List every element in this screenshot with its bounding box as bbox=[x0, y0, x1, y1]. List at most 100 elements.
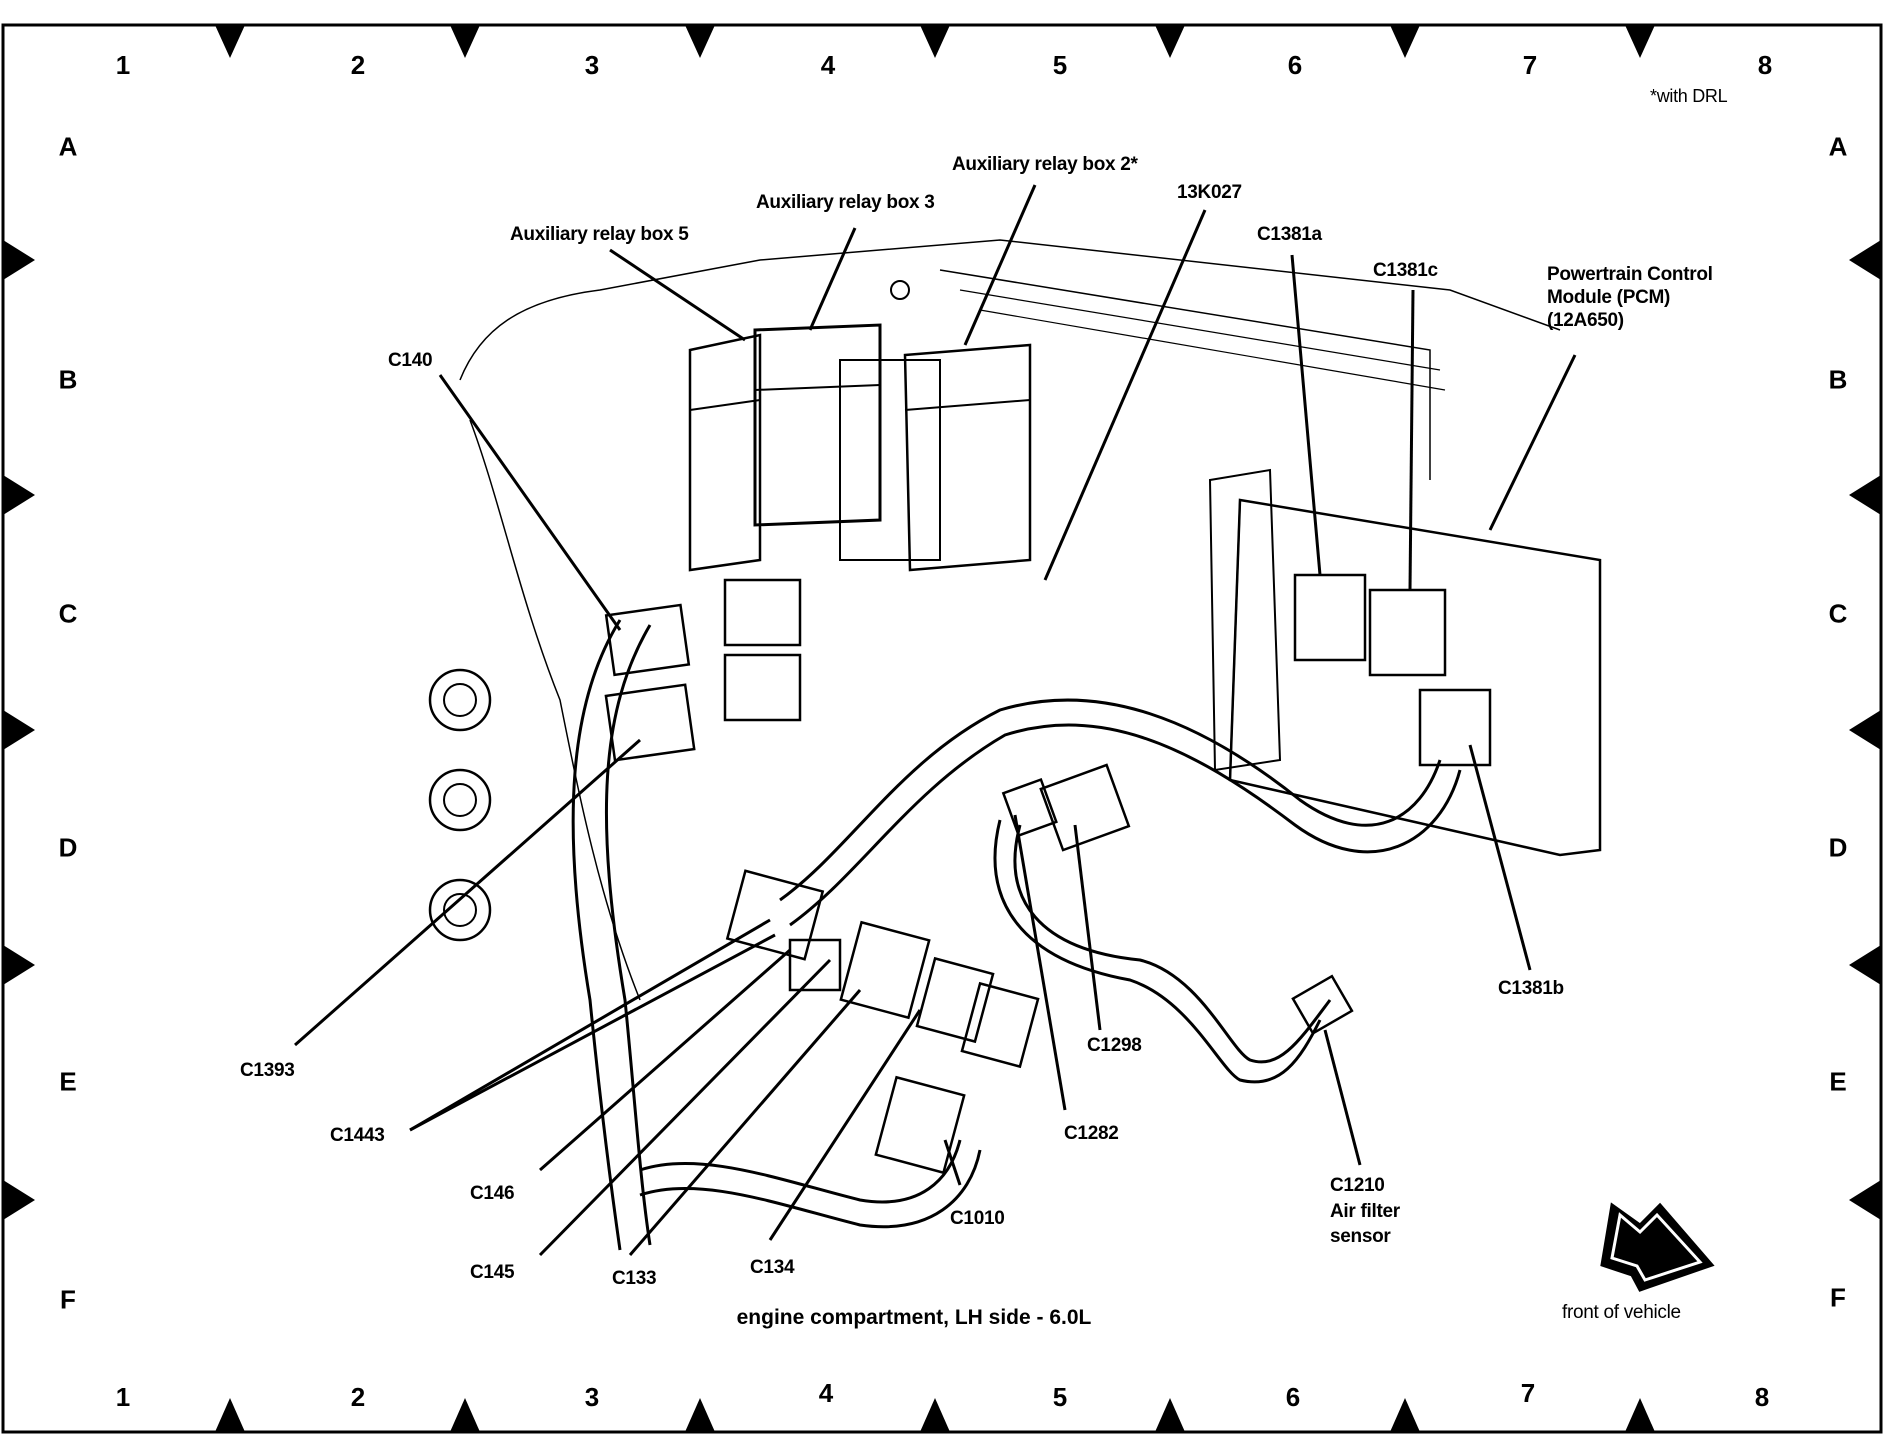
label-c145: C145 bbox=[470, 1262, 515, 1283]
grid-row-left-C: C bbox=[58, 598, 78, 629]
front-of-vehicle-label: front of vehicle bbox=[1562, 1302, 1681, 1323]
connector-c1381b-shape bbox=[1418, 688, 1492, 767]
grid-marker bbox=[1849, 475, 1881, 515]
leader-13k027 bbox=[1043, 209, 1207, 581]
grid-marker bbox=[685, 25, 715, 58]
leader-aux-relay-box-2 bbox=[963, 184, 1037, 346]
grid-col-top-3: 3 bbox=[584, 50, 600, 80]
front-arrow-icon bbox=[1600, 1202, 1715, 1292]
grid-col-bottom-7: 7 bbox=[1520, 1378, 1536, 1408]
grid-marker bbox=[3, 1180, 35, 1220]
grid-marker bbox=[1155, 1398, 1185, 1432]
grid-row-left-D: D bbox=[58, 832, 78, 863]
label-c1381a: C1381a bbox=[1257, 224, 1322, 245]
harness-trunk bbox=[604, 624, 652, 1246]
connector-c133-shape bbox=[839, 920, 931, 1020]
harness-loop bbox=[639, 1149, 982, 1229]
bottom-grid-markers bbox=[215, 1398, 1655, 1432]
bolt bbox=[890, 280, 910, 300]
engine-compartment-illustration bbox=[428, 239, 1602, 1251]
grid-col-top-1: 1 bbox=[115, 50, 131, 80]
grid-col-top-8: 8 bbox=[1757, 50, 1773, 80]
connector-c1381c-shape bbox=[1368, 588, 1447, 677]
leader-c146 bbox=[539, 948, 791, 1172]
connector-shape bbox=[723, 578, 802, 647]
connector-c134-shape bbox=[915, 956, 995, 1044]
grid-row-right-E: E bbox=[1829, 1066, 1847, 1097]
harness-branch bbox=[789, 723, 1462, 927]
connector-shape bbox=[723, 653, 802, 722]
grid-marker bbox=[920, 1398, 950, 1432]
grid-col-bottom-6: 6 bbox=[1285, 1382, 1301, 1412]
grid-col-top-6: 6 bbox=[1287, 50, 1303, 80]
label-c1381b: C1381b bbox=[1498, 978, 1564, 999]
drl-note: *with DRL bbox=[1650, 86, 1728, 106]
grid-marker bbox=[450, 1398, 480, 1432]
leader-c133 bbox=[628, 989, 862, 1256]
grid-row-right-C: C bbox=[1828, 598, 1848, 629]
grid-marker bbox=[3, 475, 35, 515]
label-c140: C140 bbox=[388, 350, 433, 371]
connector-c1010-shape bbox=[874, 1075, 966, 1175]
grid-row-left-B: B bbox=[58, 364, 78, 395]
grid-marker bbox=[1625, 1398, 1655, 1432]
label-pcm: Powertrain Control Module (PCM) (12A650) bbox=[1547, 264, 1713, 331]
leader-c1010 bbox=[943, 1139, 962, 1186]
grid-marker bbox=[215, 1398, 245, 1432]
connector-c1393-shape bbox=[604, 683, 696, 762]
connector-c145-shape bbox=[788, 938, 842, 992]
leader-c1393 bbox=[294, 738, 641, 1047]
air-filter-lead bbox=[1013, 824, 1332, 1064]
grid-col-bottom-8: 8 bbox=[1754, 1382, 1770, 1412]
harness-loop bbox=[639, 1139, 962, 1204]
grommet bbox=[428, 668, 492, 732]
grid-col-bottom-3: 3 bbox=[584, 1382, 600, 1412]
label-aux-relay-box-3: Auxiliary relay box 3 bbox=[756, 192, 935, 213]
label-c1210: C1210 Air filter sensor bbox=[1330, 1175, 1400, 1248]
connector-c1298-shape bbox=[1039, 763, 1131, 852]
connector-c1210-shape bbox=[1291, 974, 1354, 1036]
right-grid-markers bbox=[1849, 240, 1881, 1220]
harness-trunk bbox=[571, 619, 622, 1251]
grid-marker bbox=[1849, 945, 1881, 985]
label-c133: C133 bbox=[612, 1268, 657, 1289]
leader-c134 bbox=[768, 1009, 922, 1241]
leader-c1443 bbox=[409, 918, 771, 1132]
grid-marker bbox=[1625, 25, 1655, 58]
grid-row-right-D: D bbox=[1828, 832, 1848, 863]
connector-c146-shape bbox=[725, 869, 825, 961]
connector-c1282-shape bbox=[960, 981, 1040, 1069]
grommet bbox=[428, 768, 492, 832]
grid-marker bbox=[3, 710, 35, 750]
grid-col-bottom-2: 2 bbox=[350, 1382, 366, 1412]
grid-marker bbox=[920, 25, 950, 58]
relay-box-2-shape bbox=[903, 343, 1032, 572]
label-c1282: C1282 bbox=[1064, 1123, 1119, 1144]
grid-marker bbox=[1390, 25, 1420, 58]
grid-marker bbox=[685, 1398, 715, 1432]
air-filter-lead bbox=[993, 819, 1322, 1084]
label-c1393: C1393 bbox=[240, 1060, 295, 1081]
mounting-bracket bbox=[839, 359, 941, 561]
harness-branch bbox=[779, 698, 1442, 902]
left-grid-markers bbox=[3, 240, 35, 1220]
label-13k027: 13K027 bbox=[1177, 182, 1242, 203]
relay-box-3-shape bbox=[753, 323, 882, 527]
fender-panel bbox=[459, 239, 1561, 381]
label-c146: C146 bbox=[470, 1183, 515, 1204]
firewall-line bbox=[939, 269, 1431, 480]
connector-c140-shape bbox=[604, 603, 691, 677]
grid-row-right-A: A bbox=[1828, 131, 1848, 162]
label-c1298: C1298 bbox=[1087, 1035, 1142, 1056]
grid-marker bbox=[450, 25, 480, 58]
leader-aux-relay-box-3 bbox=[808, 227, 857, 331]
leader-c145 bbox=[538, 958, 832, 1257]
grommet bbox=[428, 878, 492, 942]
label-c1010: C1010 bbox=[950, 1208, 1005, 1229]
grid-col-top-4: 4 bbox=[820, 50, 836, 80]
grid-row-left-A: A bbox=[58, 131, 78, 162]
grommet bbox=[443, 893, 477, 927]
grid-row-right-B: B bbox=[1828, 364, 1848, 395]
grid-col-top-2: 2 bbox=[350, 50, 366, 80]
firewall-line bbox=[979, 309, 1446, 391]
